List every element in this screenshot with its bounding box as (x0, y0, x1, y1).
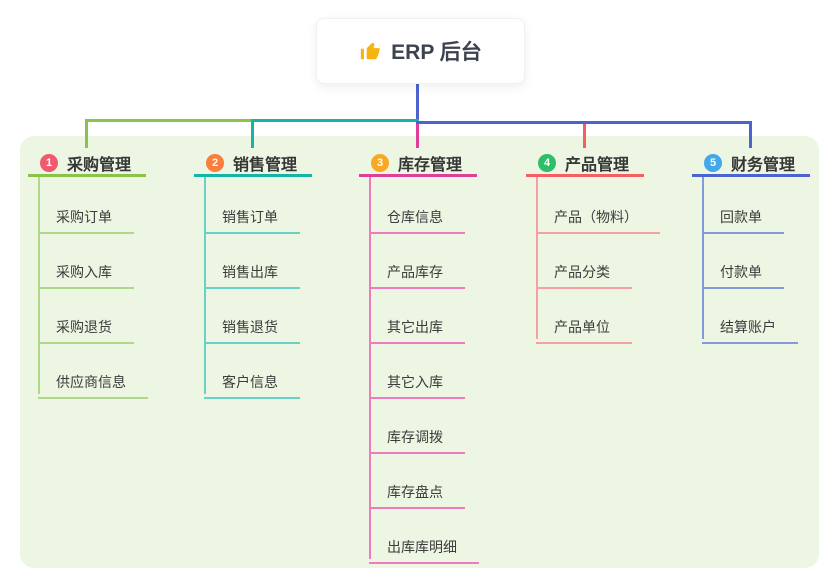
rail-branch-5 (416, 121, 752, 124)
branch-5-title-underline (692, 174, 810, 177)
branch-3-item-3[interactable]: 其它出库 (369, 307, 465, 344)
branch-1-item-3[interactable]: 采购退货 (38, 307, 134, 344)
branch-1-item-4[interactable]: 供应商信息 (38, 362, 148, 399)
rail-branch-2 (251, 119, 419, 122)
thumbs-up-icon (359, 40, 381, 62)
branch-2-spine-line (204, 177, 206, 394)
branch-4-number-badge: 4 (538, 154, 556, 172)
root-label: ERP 后台 (391, 41, 482, 64)
root-node[interactable]: ERP 后台 (316, 18, 525, 84)
branch-2-label: 销售管理 (233, 157, 298, 174)
branch-5-number-badge: 5 (704, 154, 722, 172)
branch-4-label: 产品管理 (565, 157, 630, 174)
branch-5-item-2[interactable]: 付款单 (702, 252, 784, 289)
branch-5-title[interactable]: 5 财务管理 (704, 151, 795, 175)
drop-branch-2 (251, 119, 254, 148)
branch-1-title[interactable]: 1 采购管理 (40, 151, 131, 175)
branch-4-title-underline (526, 174, 644, 177)
rail-branch-1 (85, 119, 254, 122)
branch-1-label: 采购管理 (67, 157, 132, 174)
branch-3-label: 库存管理 (398, 157, 463, 174)
branch-4-spine-line (536, 177, 538, 339)
drop-branch-3 (416, 124, 419, 148)
branch-4-item-1[interactable]: 产品（物料） (536, 197, 660, 234)
drop-branch-4 (583, 124, 586, 148)
branch-5-item-1[interactable]: 回款单 (702, 197, 784, 234)
branch-4-item-2[interactable]: 产品分类 (536, 252, 632, 289)
root-stem-line (416, 82, 419, 124)
branch-2-number-badge: 2 (206, 154, 224, 172)
drop-branch-5 (749, 121, 752, 148)
drop-branch-1 (85, 119, 88, 148)
branch-1-item-2[interactable]: 采购入库 (38, 252, 134, 289)
branch-2-title-underline (194, 174, 312, 177)
branch-3-item-5[interactable]: 库存调拨 (369, 417, 465, 454)
branch-1-spine-line (38, 177, 40, 394)
branch-5-label: 财务管理 (731, 157, 796, 174)
branch-3-number-badge: 3 (371, 154, 389, 172)
branch-1-item-1[interactable]: 采购订单 (38, 197, 134, 234)
branch-2-item-4[interactable]: 客户信息 (204, 362, 300, 399)
branch-3-item-6[interactable]: 库存盘点 (369, 472, 465, 509)
branch-1-number-badge: 1 (40, 154, 58, 172)
branch-3-title[interactable]: 3 库存管理 (371, 151, 462, 175)
branch-5-item-3[interactable]: 结算账户 (702, 307, 798, 344)
branch-2-item-2[interactable]: 销售出库 (204, 252, 300, 289)
branch-3-spine-line (369, 177, 371, 559)
branch-2-title[interactable]: 2 销售管理 (206, 151, 297, 175)
branch-4-title[interactable]: 4 产品管理 (538, 151, 629, 175)
branch-2-item-1[interactable]: 销售订单 (204, 197, 300, 234)
branch-4-item-3[interactable]: 产品单位 (536, 307, 632, 344)
branch-2-item-3[interactable]: 销售退货 (204, 307, 300, 344)
branch-5-spine-line (702, 177, 704, 339)
branch-3-item-4[interactable]: 其它入库 (369, 362, 465, 399)
branch-3-title-underline (359, 174, 477, 177)
branches-panel (20, 136, 819, 568)
branch-1-title-underline (28, 174, 146, 177)
branch-3-item-2[interactable]: 产品库存 (369, 252, 465, 289)
branch-3-item-7[interactable]: 出库库明细 (369, 527, 479, 564)
branch-3-item-1[interactable]: 仓库信息 (369, 197, 465, 234)
